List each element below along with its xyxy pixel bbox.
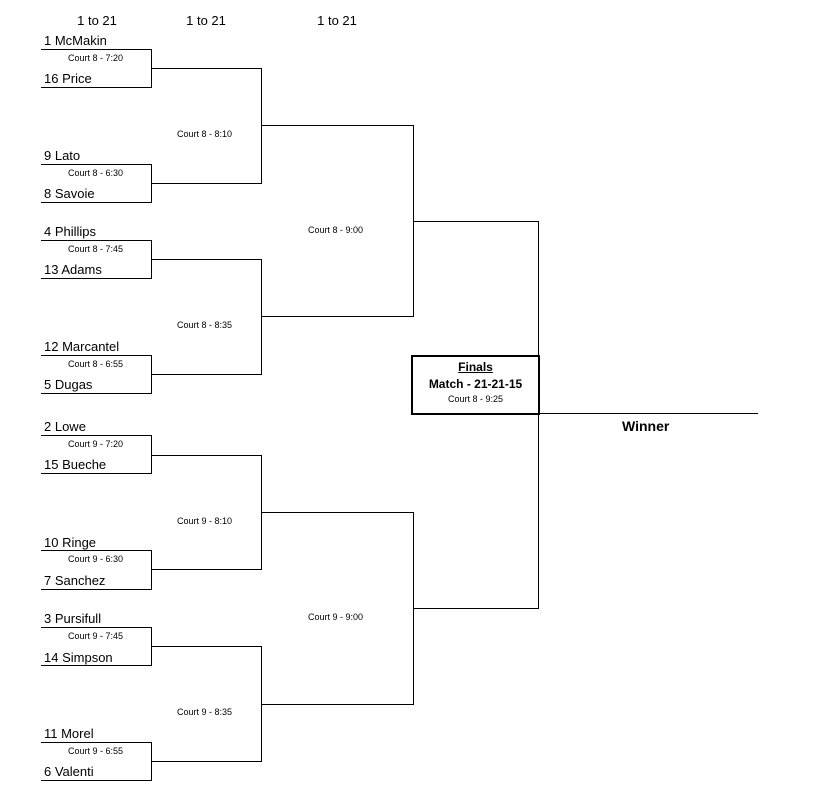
winner-line — [538, 413, 758, 414]
seed-player-name: 16 Price — [44, 71, 92, 86]
bracket-line — [151, 435, 152, 474]
bracket-line — [41, 627, 152, 628]
match-court-time: Court 8 - 9:00 — [308, 225, 364, 235]
bracket-line — [413, 608, 539, 609]
column-header-round1: 1 to 21 — [77, 13, 117, 28]
match-court-time: Court 9 - 7:45 — [68, 631, 124, 641]
finals-match-format: Match - 21-21-15 — [428, 377, 523, 391]
match-court-time: Court 9 - 6:30 — [68, 554, 124, 564]
seed-player-name: 6 Valenti — [44, 764, 94, 779]
bracket-line — [41, 240, 152, 241]
bracket-line — [41, 665, 152, 666]
finals-title: Finals — [458, 360, 493, 374]
match-court-time: Court 8 - 8:10 — [177, 129, 233, 139]
bracket-line — [41, 87, 152, 88]
bracket-line — [151, 259, 262, 260]
bracket-line — [151, 183, 262, 184]
bracket-line — [41, 49, 152, 50]
bracket-line — [413, 221, 539, 222]
match-court-time: Court 8 - 7:20 — [68, 53, 124, 63]
seed-player-name: 14 Simpson — [44, 650, 113, 665]
bracket-line — [261, 125, 414, 126]
bracket-line — [41, 473, 152, 474]
bracket-line — [151, 374, 262, 375]
seed-player-name: 5 Dugas — [44, 377, 93, 392]
match-court-time: Court 9 - 9:00 — [308, 612, 364, 622]
seed-player-name: 1 McMakin — [44, 33, 107, 48]
bracket-line — [151, 455, 262, 456]
bracket-line — [41, 278, 152, 279]
bracket-line — [41, 355, 152, 356]
seed-player-name: 4 Phillips — [44, 224, 97, 239]
match-court-time: Court 9 - 6:55 — [68, 746, 124, 756]
seed-player-name: 13 Adams — [44, 262, 102, 277]
bracket-line — [41, 780, 152, 781]
bracket-line — [261, 68, 262, 184]
bracket-line — [151, 646, 262, 647]
match-court-time: Court 8 - 7:45 — [68, 244, 124, 254]
bracket-line — [41, 393, 152, 394]
bracket-line — [41, 202, 152, 203]
match-court-time: Court 8 - 8:35 — [177, 320, 233, 330]
bracket-line — [538, 221, 539, 609]
finals-box: Finals Match - 21-21-15 Court 8 - 9:25 — [411, 355, 540, 415]
winner-label: Winner — [622, 418, 670, 434]
bracket-line — [41, 589, 152, 590]
seed-player-name: 11 Morel — [44, 726, 94, 741]
bracket-line — [41, 742, 152, 743]
column-header-round2: 1 to 21 — [186, 13, 226, 28]
match-court-time: Court 9 - 8:35 — [177, 707, 233, 717]
seed-player-name: 10 Ringe — [44, 535, 97, 550]
bracket-line — [151, 761, 262, 762]
match-court-time: Court 8 - 6:30 — [68, 168, 124, 178]
seed-player-name: 12 Marcantel — [44, 339, 120, 354]
bracket-line — [261, 512, 414, 513]
bracket-line — [41, 164, 152, 165]
match-court-time: Court 9 - 7:20 — [68, 439, 124, 449]
bracket-line — [41, 550, 152, 551]
seed-player-name: 7 Sanchez — [44, 573, 106, 588]
seed-player-name: 3 Pursifull — [44, 611, 102, 626]
seed-player-name: 2 Lowe — [44, 419, 86, 434]
bracket-line — [151, 68, 262, 69]
bracket-line — [261, 259, 262, 375]
bracket-line — [151, 550, 152, 590]
seed-player-name: 15 Bueche — [44, 457, 107, 472]
match-court-time: Court 9 - 8:10 — [177, 516, 233, 526]
bracket-line — [151, 569, 262, 570]
bracket-line — [41, 435, 152, 436]
column-header-round3: 1 to 21 — [317, 13, 357, 28]
bracket-line — [261, 316, 414, 317]
match-court-time: Court 8 - 9:25 — [447, 394, 504, 404]
seed-player-name: 9 Lato — [44, 148, 81, 163]
match-court-time: Court 8 - 6:55 — [68, 359, 124, 369]
seed-player-name: 8 Savoie — [44, 186, 95, 201]
bracket-line — [261, 704, 414, 705]
